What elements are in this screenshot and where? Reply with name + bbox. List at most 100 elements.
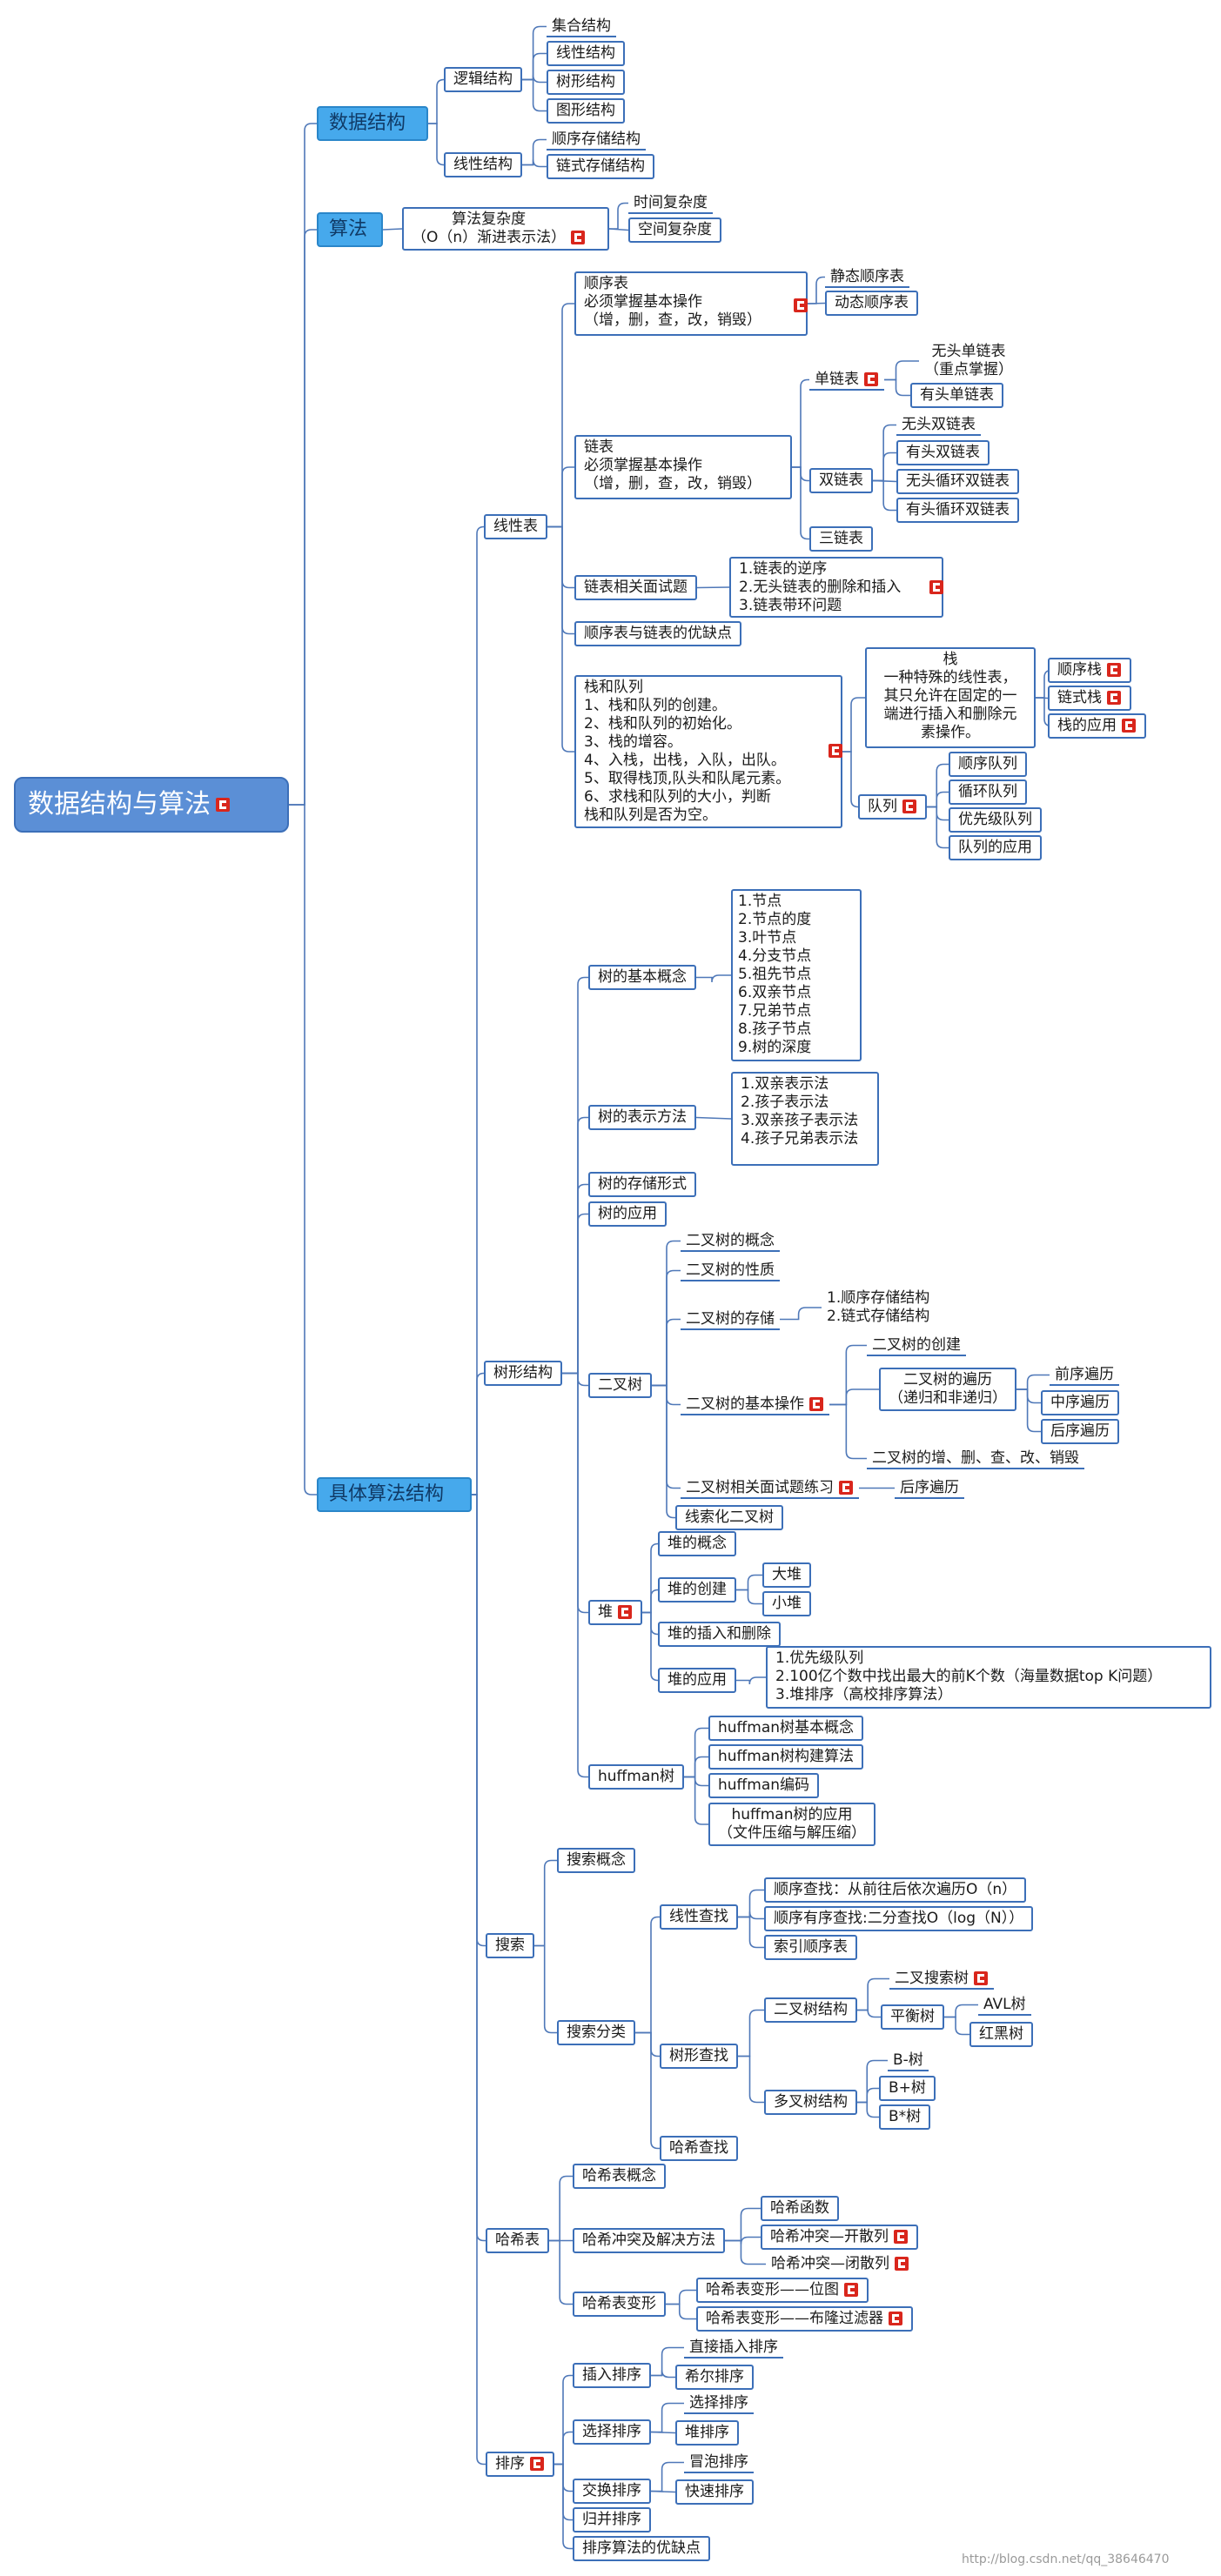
- node-bt-interview[interactable]: 二叉树相关面试题练习: [681, 1477, 859, 1499]
- node-sequential-storage[interactable]: 顺序存储结构: [547, 129, 646, 151]
- node-multiway-tree[interactable]: 多叉树结构: [764, 2090, 857, 2115]
- node-pros-cons[interactable]: 顺序表与链表的优缺点: [574, 621, 741, 646]
- branch-data-structure[interactable]: 数据结构: [317, 106, 428, 141]
- node-huffman-code[interactable]: huffman编码: [708, 1773, 820, 1798]
- node-headless-double[interactable]: 无头双链表: [896, 414, 981, 436]
- node-double-linked[interactable]: 双链表: [809, 468, 873, 493]
- node-bst[interactable]: 二叉搜索树: [889, 1968, 994, 1990]
- node-hash-conflict[interactable]: 哈希冲突及解决方法: [573, 2228, 725, 2253]
- node-huffman[interactable]: huffman树: [588, 1764, 685, 1790]
- node-linked-list[interactable]: 链表 必须掌握基本操作 （增，删，查，改，销毁）: [574, 435, 792, 499]
- node-graph[interactable]: 图形结构: [547, 98, 625, 124]
- node-heap[interactable]: 堆: [588, 1600, 642, 1625]
- node-heap-create[interactable]: 堆的创建: [658, 1577, 736, 1602]
- node-space-complexity[interactable]: 空间复杂度: [628, 217, 721, 243]
- node-headed-circular-double[interactable]: 有头循环双链表: [896, 498, 1019, 523]
- red-flag-icon[interactable]: [570, 230, 586, 245]
- node-heap-insert-delete[interactable]: 堆的插入和删除: [658, 1622, 781, 1647]
- red-flag-icon[interactable]: [843, 2282, 859, 2298]
- node-heap-sort[interactable]: 堆排序: [675, 2420, 739, 2446]
- node-b-tree[interactable]: B-树: [888, 2050, 929, 2071]
- node-priority-queue[interactable]: 优先级队列: [949, 807, 1042, 833]
- node-hash-concept[interactable]: 哈希表概念: [573, 2164, 666, 2189]
- node-heap-app-items[interactable]: 1.优先级队列 2.100亿个数中找出最大的前K个数（海量数据top K问题） …: [766, 1646, 1211, 1709]
- red-flag-icon[interactable]: [808, 1396, 824, 1412]
- red-flag-icon[interactable]: [1106, 690, 1122, 706]
- node-chain-stack[interactable]: 链式栈: [1048, 686, 1131, 711]
- node-preorder[interactable]: 前序遍历: [1050, 1364, 1119, 1386]
- node-headed-double[interactable]: 有头双链表: [896, 440, 990, 465]
- node-threaded-bt[interactable]: 线索化二叉树: [675, 1505, 783, 1530]
- node-complexity[interactable]: 算法复杂度 （O（n）渐进表示法）: [402, 207, 609, 251]
- node-balanced-tree[interactable]: 平衡树: [881, 2004, 944, 2030]
- node-sequential-queue[interactable]: 顺序队列: [949, 752, 1027, 777]
- node-selection-sort[interactable]: 选择排序: [573, 2419, 651, 2445]
- node-headless-circular-double[interactable]: 无头循环双链表: [896, 469, 1019, 494]
- red-flag-icon[interactable]: [793, 298, 808, 313]
- node-bt-properties[interactable]: 二叉树的性质: [681, 1260, 780, 1281]
- node-avl-tree[interactable]: AVL树: [978, 1994, 1031, 2016]
- red-flag-icon[interactable]: [1106, 662, 1122, 678]
- red-flag-icon[interactable]: [929, 579, 944, 595]
- node-bitmap[interactable]: 哈希表变形——位图: [696, 2278, 869, 2303]
- node-direct-insertion[interactable]: 直接插入排序: [684, 2337, 783, 2359]
- node-linked-interview[interactable]: 链表相关面试题: [574, 575, 697, 600]
- node-search[interactable]: 搜索: [486, 1933, 534, 1958]
- node-static-seq[interactable]: 静态顺序表: [825, 266, 909, 288]
- node-bloom-filter[interactable]: 哈希表变形——布隆过滤器: [696, 2306, 913, 2332]
- node-closed-hashing[interactable]: 哈希冲突—闭散列: [766, 2253, 915, 2275]
- node-linear-list[interactable]: 线性表: [484, 514, 547, 539]
- node-binary-tree-structure[interactable]: 二叉树结构: [764, 1997, 857, 2023]
- node-sort[interactable]: 排序: [486, 2452, 554, 2477]
- node-tree-search[interactable]: 树形查找: [660, 2044, 738, 2069]
- node-queue[interactable]: 队列: [858, 794, 927, 820]
- red-flag-icon[interactable]: [902, 799, 917, 814]
- branch-algorithm[interactable]: 算法: [317, 212, 383, 247]
- node-time-complexity[interactable]: 时间复杂度: [628, 192, 713, 214]
- node-ordered-search[interactable]: 顺序有序查找:二分查找O（log（N））: [764, 1906, 1034, 1931]
- node-bt-traverse[interactable]: 二叉树的遍历 （递归和非递归）: [879, 1368, 1016, 1411]
- root-node[interactable]: 数据结构与算法: [14, 777, 289, 833]
- red-flag-icon[interactable]: [617, 1604, 633, 1620]
- node-huffman-build[interactable]: huffman树构建算法: [708, 1744, 864, 1770]
- node-sequential-stack[interactable]: 顺序栈: [1048, 658, 1131, 683]
- node-bt-storage-items[interactable]: 1.顺序存储结构 2.链式存储结构: [827, 1289, 930, 1325]
- node-hash-search[interactable]: 哈希查找: [660, 2136, 738, 2161]
- node-headed-single[interactable]: 有头单链表: [910, 383, 1003, 408]
- node-big-heap[interactable]: 大堆: [762, 1562, 811, 1588]
- red-flag-icon[interactable]: [215, 797, 231, 813]
- node-tree-storage[interactable]: 树的存储形式: [588, 1172, 696, 1197]
- node-physical-structure[interactable]: 线性结构: [444, 152, 522, 177]
- node-search-concept[interactable]: 搜索概念: [557, 1848, 635, 1873]
- node-set[interactable]: 集合结构: [547, 16, 616, 37]
- node-sequence-table[interactable]: 顺序表 必须掌握基本操作 （增，删，查，改，销毁）: [574, 271, 808, 336]
- node-tree-basic[interactable]: 树的基本概念: [588, 965, 696, 990]
- node-stack-app[interactable]: 栈的应用: [1048, 713, 1146, 739]
- node-heap-concept[interactable]: 堆的概念: [658, 1531, 736, 1556]
- node-heap-app[interactable]: 堆的应用: [658, 1668, 736, 1693]
- red-flag-icon[interactable]: [838, 1480, 854, 1495]
- red-flag-icon[interactable]: [529, 2456, 545, 2472]
- red-flag-icon[interactable]: [893, 2229, 909, 2245]
- node-logical-structure[interactable]: 逻辑结构: [444, 67, 522, 92]
- node-b-star-tree[interactable]: B*树: [879, 2104, 931, 2130]
- branch-concrete-structures[interactable]: 具体算法结构: [317, 1477, 472, 1512]
- node-bubble-sort[interactable]: 冒泡排序: [684, 2452, 754, 2473]
- node-bt-storage[interactable]: 二叉树的存储: [681, 1308, 780, 1330]
- node-bt-create[interactable]: 二叉树的创建: [867, 1335, 966, 1356]
- node-tree-app[interactable]: 树的应用: [588, 1201, 667, 1227]
- node-postorder-2[interactable]: 后序遍历: [895, 1477, 964, 1499]
- node-merge-sort[interactable]: 归并排序: [573, 2507, 651, 2533]
- node-binary-tree[interactable]: 二叉树: [588, 1373, 652, 1398]
- node-bt-crud[interactable]: 二叉树的增、删、查、改、销毁: [867, 1448, 1084, 1469]
- node-bt-concept[interactable]: 二叉树的概念: [681, 1230, 780, 1252]
- node-circular-queue[interactable]: 循环队列: [949, 779, 1027, 805]
- node-tree-representation[interactable]: 树的表示方法: [588, 1105, 696, 1130]
- node-hash-table[interactable]: 哈希表: [486, 2228, 549, 2253]
- node-linear[interactable]: 线性结构: [547, 41, 625, 66]
- node-single-linked[interactable]: 单链表: [809, 369, 884, 391]
- node-linked-interview-items[interactable]: 1.链表的逆序 2.无头链表的删除和插入 3.链表带环问题: [729, 557, 943, 618]
- node-shell-sort[interactable]: 希尔排序: [675, 2365, 754, 2390]
- node-postorder[interactable]: 后序遍历: [1041, 1419, 1119, 1444]
- node-small-heap[interactable]: 小堆: [762, 1591, 811, 1616]
